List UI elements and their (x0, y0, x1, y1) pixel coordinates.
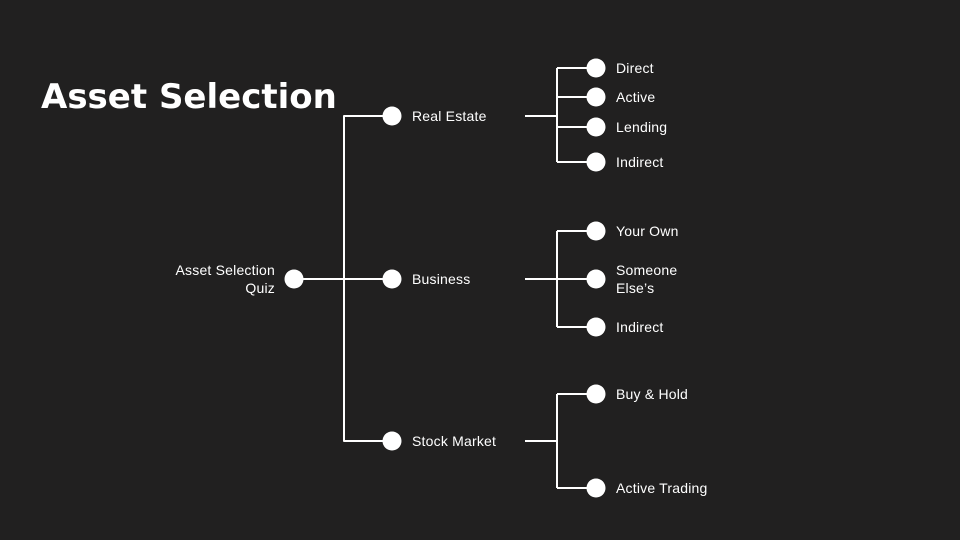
business-bracket (525, 230, 596, 328)
trunk-line (343, 115, 392, 442)
stock-market-bracket (525, 393, 596, 489)
node-dot-lending (586, 117, 606, 137)
node-dot-active (586, 87, 606, 107)
child-label-indirect-re: Indirect (616, 154, 664, 170)
branch-label-business: Business (412, 271, 471, 287)
node-dot-active-trading (586, 478, 606, 498)
page-title: Asset Selection (41, 76, 337, 117)
node-dot-indirect-re (586, 152, 606, 172)
child-label-indirect-bu: Indirect (616, 319, 664, 335)
real-estate-bracket (525, 67, 596, 163)
root-node-label: Asset Selection Quiz (175, 262, 275, 296)
child-label-active-trading: Active Trading (616, 480, 708, 496)
node-dot-real-estate (382, 106, 402, 126)
child-label-direct: Direct (616, 60, 654, 76)
child-label-lending: Lending (616, 119, 668, 135)
node-dot-indirect-bu (586, 317, 606, 337)
branch-label-stock-market: Stock Market (412, 433, 497, 449)
child-label-active: Active (616, 89, 656, 105)
child-label-buy-hold: Buy & Hold (616, 386, 689, 402)
node-dot-root (284, 269, 304, 289)
child-label-your-own: Your Own (616, 223, 679, 239)
child-label-someone-elses: Someone Else’s (616, 262, 678, 296)
node-dot-business (382, 269, 402, 289)
node-dot-someone-elses (586, 269, 606, 289)
branch-label-real-estate: Real Estate (412, 108, 487, 124)
node-dot-direct (586, 58, 606, 78)
node-dot-your-own (586, 221, 606, 241)
node-dot-buy-hold (586, 384, 606, 404)
node-dot-stock-market (382, 431, 402, 451)
